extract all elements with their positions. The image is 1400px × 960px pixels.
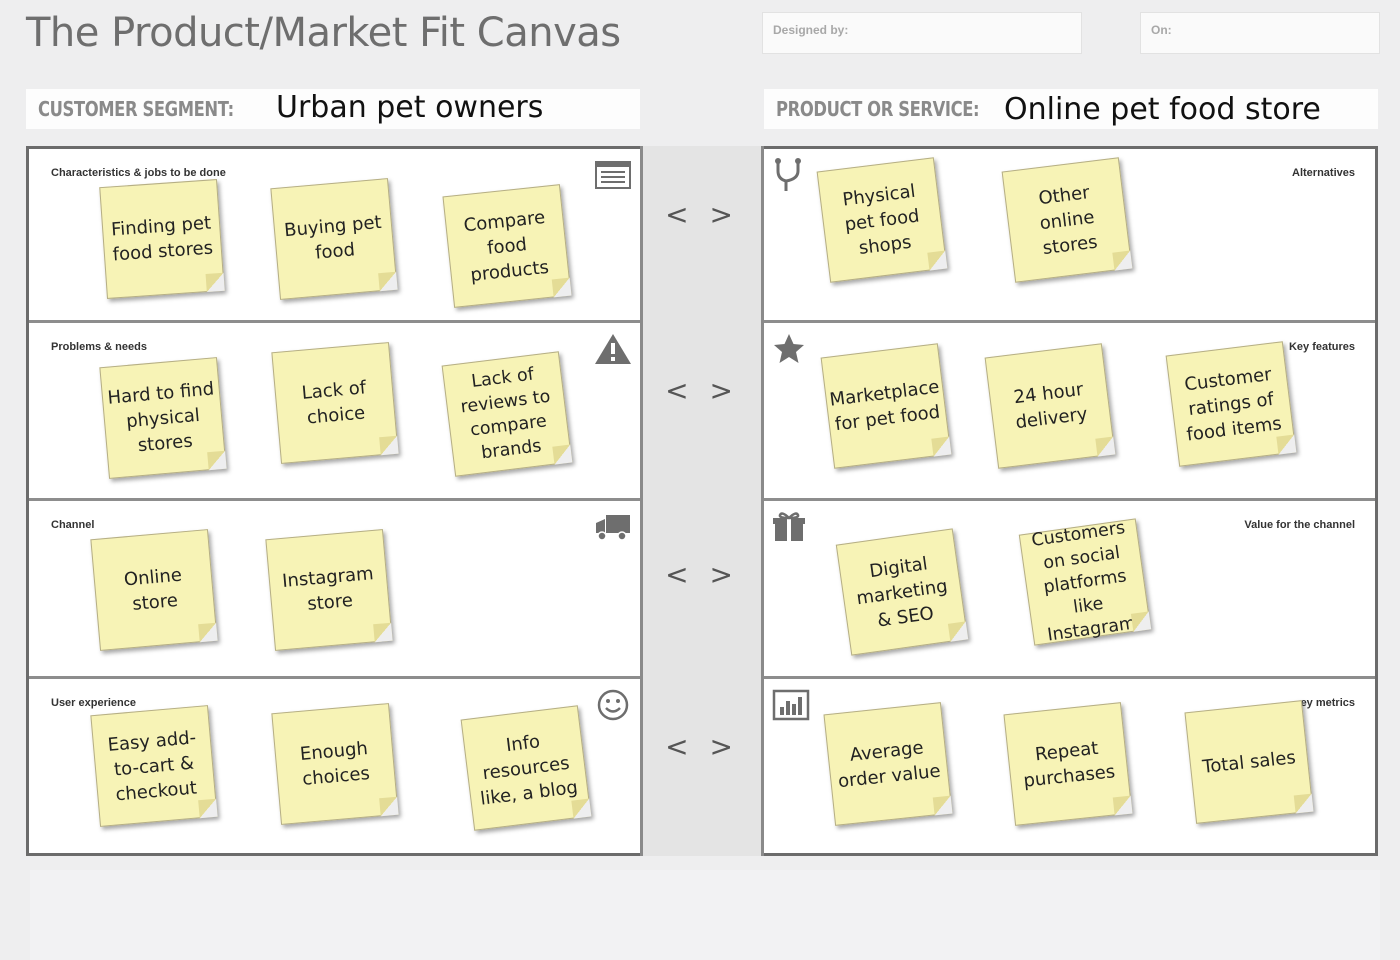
user-experience-title: User experience [51,697,136,709]
sticky-note[interactable]: Enough choices [271,703,399,825]
customer-segment-bar: CUSTOMER SEGMENT: [26,89,640,129]
problems-title: Problems & needs [51,341,147,353]
arrows-row-4: < > [665,730,739,763]
star-icon [770,331,808,365]
gift-icon [770,509,808,543]
sticky-note[interactable]: Lack of choice [271,342,399,464]
on-label: On: [1151,23,1172,37]
customer-segment-value[interactable]: Urban pet owners [276,90,544,125]
key-metrics-title: ey metrics [1300,697,1355,709]
sticky-note[interactable]: Other online stores [1001,157,1133,283]
arrows-row-2: < > [665,374,739,407]
sticky-note[interactable]: Buying pet food [270,178,398,300]
sticky-note[interactable]: Instagram store [265,529,393,651]
arrows-row-1: < > [665,198,739,231]
fork-icon [770,157,808,191]
sticky-note[interactable]: Total sales [1184,700,1314,824]
sticky-note[interactable]: Hard to find physical stores [99,357,227,479]
sticky-note[interactable]: Compare food products [442,184,572,308]
arrows-row-3: < > [665,558,739,591]
product-service-value[interactable]: Online pet food store [1004,92,1321,127]
designed-by-field[interactable]: Designed by: [762,12,1082,54]
alternatives-title: Alternatives [1292,167,1355,179]
date-field[interactable]: On: [1140,12,1380,54]
sticky-note[interactable]: 24 hour delivery [984,343,1116,469]
middle-column [640,146,764,856]
sticky-note[interactable]: Customers on social platforms like Insta… [1018,518,1152,646]
sticky-note[interactable]: Digital marketing & SEO [835,528,969,656]
sticky-note[interactable]: Repeat purchases [1003,702,1133,826]
product-service-label: PRODUCT OR SERVICE: [776,97,980,121]
smiley-icon [594,687,632,721]
bar-chart-icon [772,687,810,721]
sticky-note[interactable]: Marketplace for pet food [820,343,952,469]
sticky-note[interactable]: Info resources like, a blog [460,705,592,831]
key-features-title: Key features [1288,341,1355,353]
sticky-note[interactable]: Finding pet food stores [99,179,225,299]
customer-segment-label: CUSTOMER SEGMENT: [38,97,234,121]
channel-title: Channel [51,519,95,531]
warning-icon [594,331,632,365]
sticky-note[interactable]: Physical pet food shops [816,157,948,283]
list-window-icon [594,157,632,191]
designed-by-label: Designed by: [773,23,849,37]
product-service-bar: PRODUCT OR SERVICE: [764,89,1378,129]
sticky-note[interactable]: Easy add- to-cart & checkout [90,705,218,827]
truck-icon [594,509,632,543]
characteristics-title: Characteristics & jobs to be done [51,167,226,179]
sticky-note[interactable]: Average order value [823,702,953,826]
footer-area [30,870,1380,960]
canvas-title: The Product/Market Fit Canvas [26,10,621,56]
sticky-note[interactable]: Lack of reviews to compare brands [441,351,573,477]
value-channel-title: Value for the channel [1244,519,1355,531]
sticky-note[interactable]: Online store [90,529,218,651]
sticky-note[interactable]: Customer ratings of food items [1165,341,1297,467]
